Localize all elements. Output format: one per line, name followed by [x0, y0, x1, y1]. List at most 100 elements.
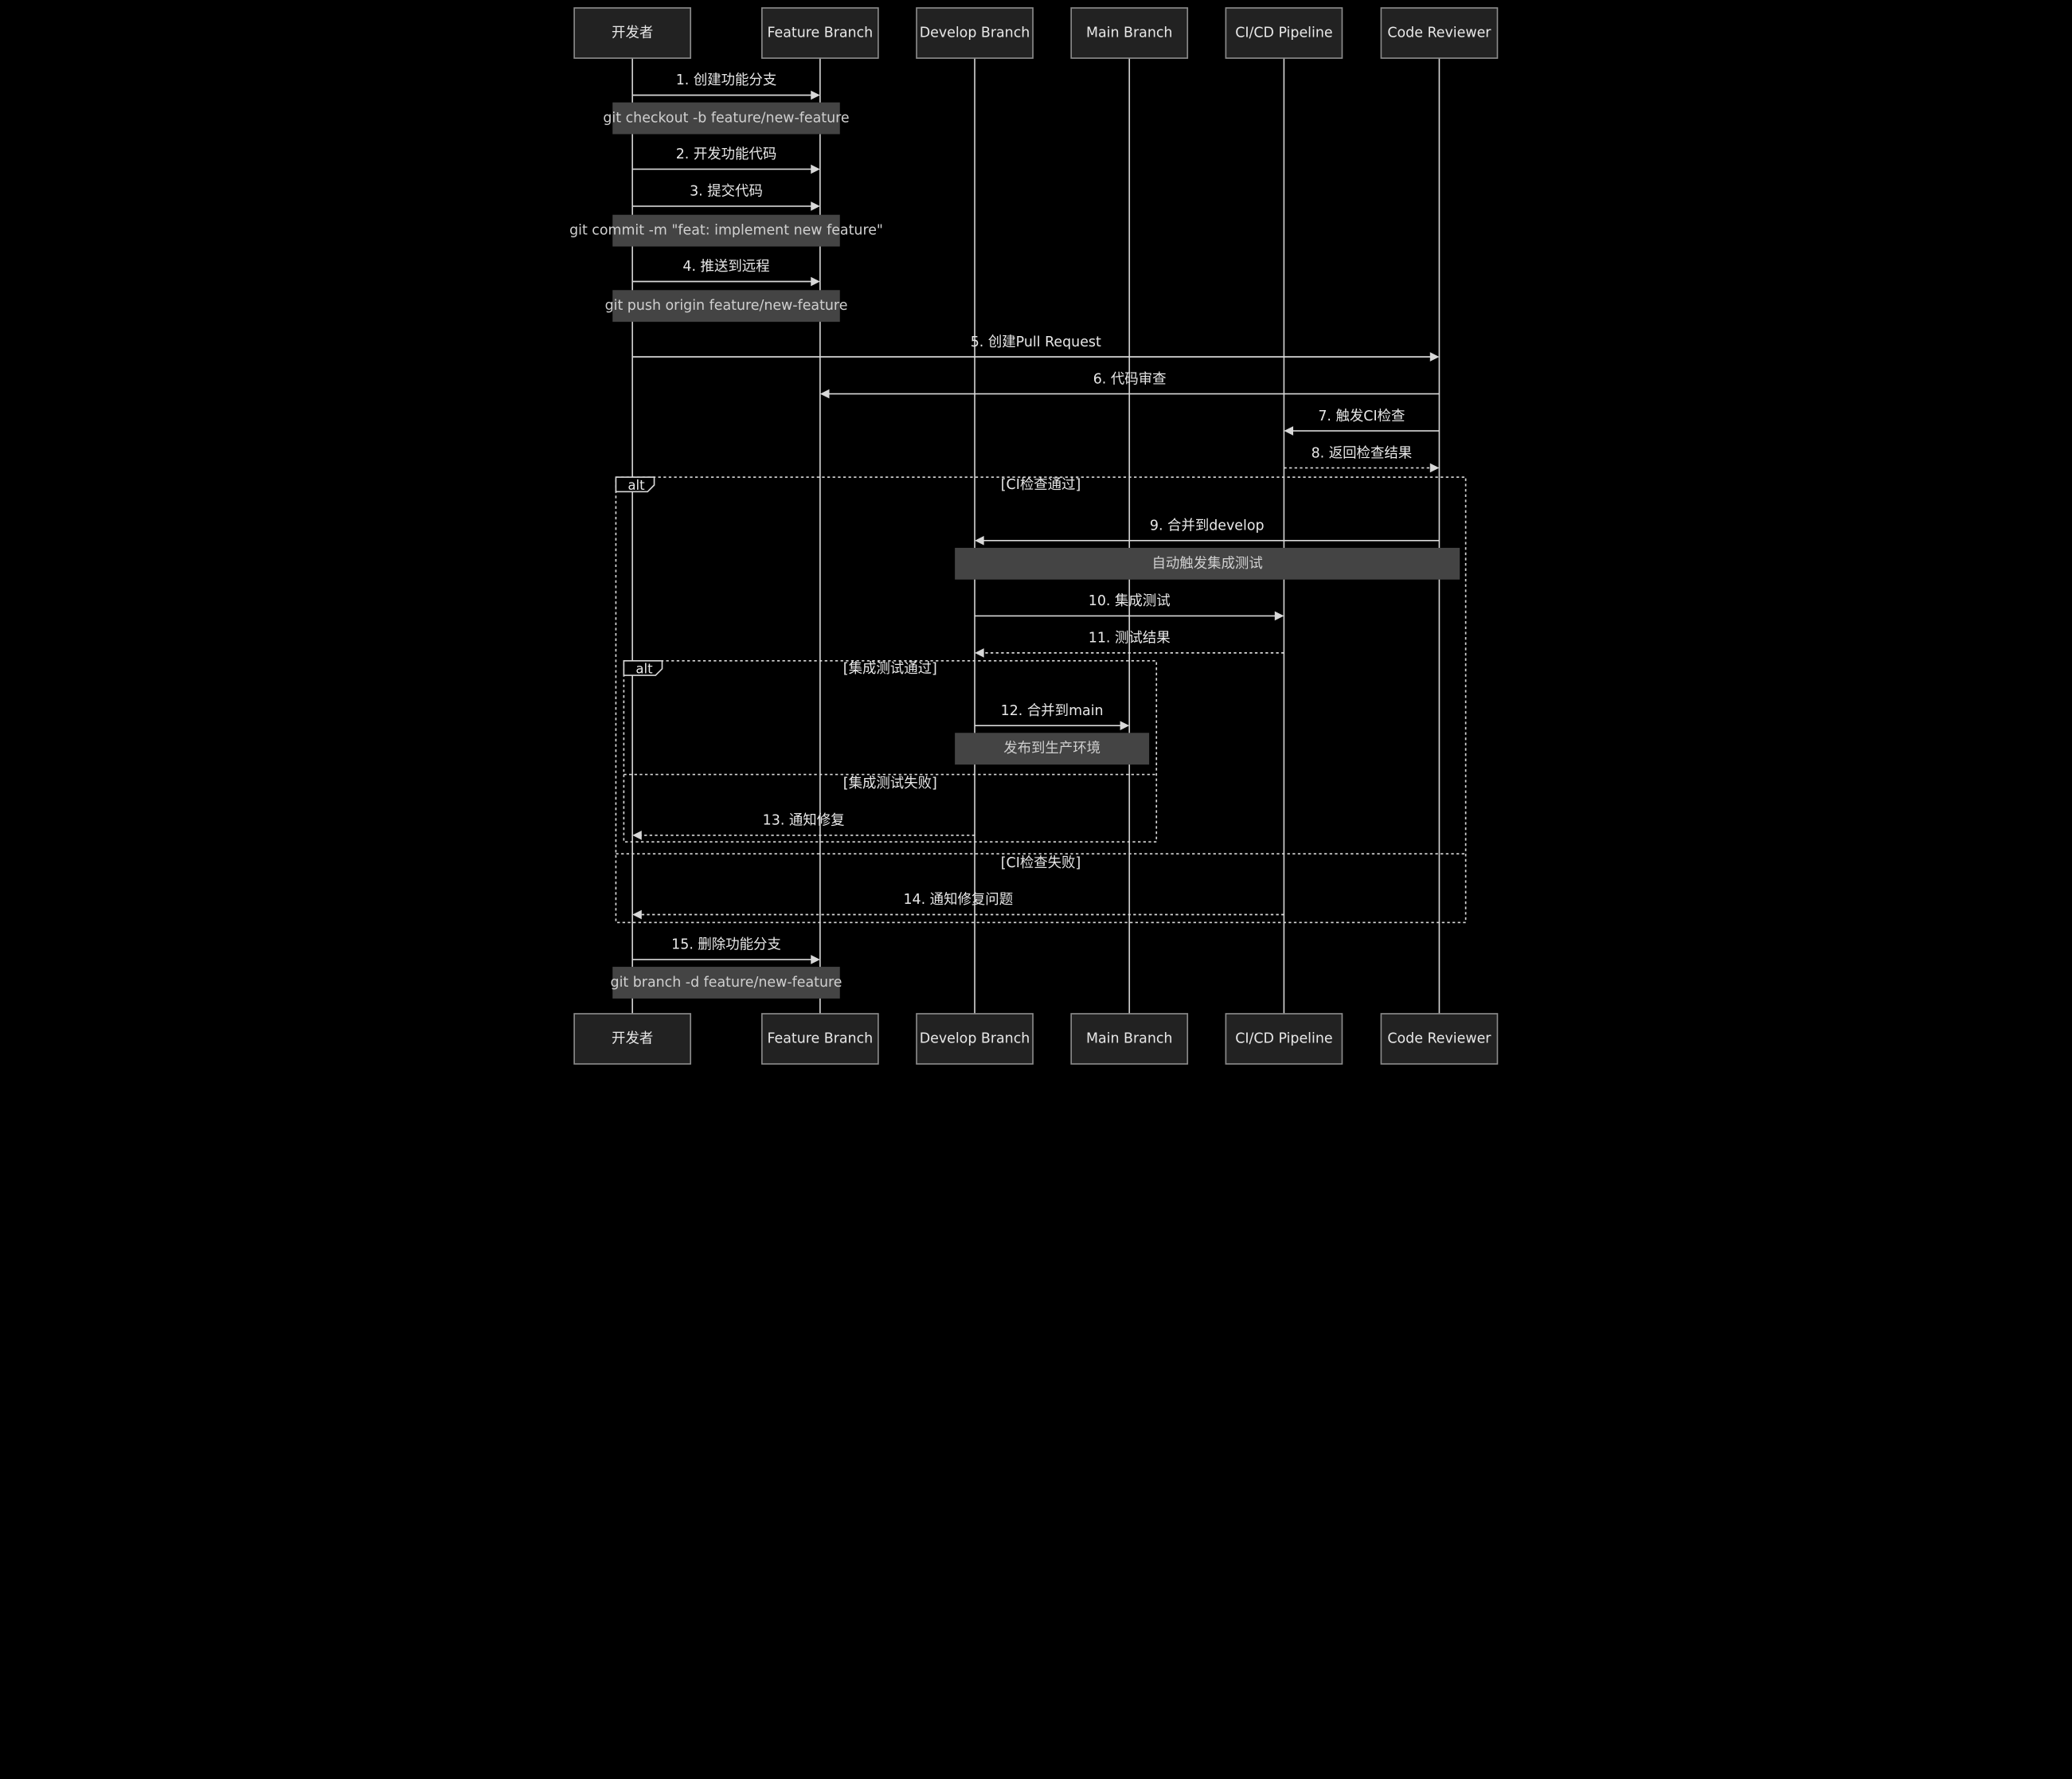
message-arrow: 11. 测试结果 — [975, 631, 1284, 658]
message-arrow: 2. 开发功能代码 — [632, 147, 820, 174]
message-label: 5. 创建Pull Request — [971, 334, 1101, 350]
participant-ci-bottom[interactable]: CI/CD Pipeline — [1225, 1013, 1343, 1065]
arrowhead-icon — [811, 276, 820, 287]
participant-box — [1380, 1013, 1499, 1065]
fragment-kind-label: alt — [635, 662, 653, 677]
participant-label: Feature Branch — [767, 1031, 873, 1047]
note-box — [612, 102, 840, 135]
note: git branch -d feature/new-feature — [611, 967, 842, 999]
participant-label: CI/CD Pipeline — [1235, 1031, 1332, 1047]
note-box — [612, 967, 840, 999]
participant-feature-bottom[interactable]: Feature Branch — [760, 1013, 879, 1065]
alt-fragment: alt [集成测试通过] [集成测试失败] — [623, 660, 1158, 843]
participant-box — [573, 7, 692, 59]
arrowhead-icon — [632, 831, 642, 840]
arrowhead-icon — [975, 648, 984, 658]
message-label: 2. 开发功能代码 — [676, 147, 777, 162]
message-label: 10. 集成测试 — [1089, 593, 1171, 609]
message-label: 8. 返回检查结果 — [1312, 445, 1413, 461]
arrowhead-icon — [819, 389, 830, 399]
note-box — [612, 214, 840, 247]
message-arrow: 12. 合并到main — [975, 703, 1130, 730]
fragment-border — [615, 476, 1467, 924]
alt-fragment: alt [CI检查通过] [CI检查失败] — [615, 476, 1467, 924]
message-arrow: 3. 提交代码 — [632, 184, 820, 211]
participant-box — [760, 7, 879, 59]
arrowhead-icon — [1120, 721, 1130, 730]
message-label: 14. 通知修复问题 — [903, 892, 1013, 908]
messages: 1. 创建功能分支 2. 开发功能代码 3. 提交代码 4. 推送到远程 5. 创建Pu… — [632, 72, 1440, 964]
fragment-condition: [集成测试通过] — [843, 661, 937, 677]
message-arrow: 14. 通知修复问题 — [632, 892, 1284, 920]
fragment-condition: [CI检查通过] — [1001, 477, 1081, 493]
participant-box — [1225, 7, 1343, 59]
message-label: 9. 合并到develop — [1150, 518, 1265, 534]
participant-box — [1225, 1013, 1343, 1065]
participant-dev-bottom[interactable]: 开发者 — [573, 1013, 692, 1065]
arrowhead-icon — [1274, 611, 1284, 621]
participant-dev-top[interactable]: 开发者 — [573, 7, 692, 59]
message-arrow: 9. 合并到develop — [975, 518, 1440, 545]
note-text: git checkout -b feature/new-feature — [603, 111, 849, 127]
message-label: 11. 测试结果 — [1089, 631, 1171, 647]
participant-label: Develop Branch — [920, 1031, 1030, 1047]
note-box — [955, 733, 1150, 765]
participant-main-top[interactable]: Main Branch — [1070, 7, 1189, 59]
fragment-condition: [集成测试失败] — [843, 776, 937, 792]
participant-main-bottom[interactable]: Main Branch — [1070, 1013, 1189, 1065]
participant-label: 开发者 — [612, 25, 653, 41]
participant-box — [1070, 7, 1189, 59]
participant-box — [1070, 1013, 1189, 1065]
participant-label: Main Branch — [1086, 1031, 1172, 1047]
message-label: 7. 触发CI检查 — [1318, 409, 1405, 424]
participant-label: Develop Branch — [920, 25, 1030, 41]
note: 自动触发集成测试 — [955, 547, 1460, 580]
message-arrow: 15. 删除功能分支 — [632, 937, 820, 964]
message-arrow: 4. 推送到远程 — [632, 259, 820, 287]
participant-box — [916, 7, 1034, 59]
participant-develop-bottom[interactable]: Develop Branch — [916, 1013, 1034, 1065]
message-arrow: 10. 集成测试 — [975, 593, 1284, 621]
arrowhead-icon — [811, 164, 820, 174]
sequence-diagram: alt[CI检查通过][CI检查失败]alt[集成测试通过][集成测试失败] 1… — [569, 7, 1499, 1065]
participant-label: CI/CD Pipeline — [1235, 25, 1332, 41]
participant-label: Code Reviewer — [1387, 25, 1491, 41]
participant-label: 开发者 — [612, 1031, 653, 1047]
message-arrow: 1. 创建功能分支 — [632, 72, 820, 100]
fragment-border — [623, 660, 1158, 843]
alt-fragments: alt[CI检查通过][CI检查失败]alt[集成测试通过][集成测试失败] — [615, 476, 1467, 924]
note: git checkout -b feature/new-feature — [603, 102, 850, 135]
participant-box — [1380, 7, 1499, 59]
participant-label: Main Branch — [1086, 25, 1172, 41]
participant-box — [573, 1013, 692, 1065]
message-arrow: 13. 通知修复 — [632, 813, 975, 840]
note-text: 自动触发集成测试 — [1152, 556, 1263, 572]
message-label: 12. 合并到main — [1001, 703, 1104, 719]
participant-reviewer-top[interactable]: Code Reviewer — [1380, 7, 1499, 59]
note-box — [612, 290, 840, 323]
arrowhead-icon — [811, 201, 820, 211]
arrowhead-icon — [1429, 352, 1440, 362]
arrowhead-icon — [1429, 463, 1440, 473]
fragment-condition: [CI检查失败] — [1001, 855, 1081, 871]
participant-reviewer-bottom[interactable]: Code Reviewer — [1380, 1013, 1499, 1065]
participant-feature-top[interactable]: Feature Branch — [760, 7, 879, 59]
message-arrow: 8. 返回检查结果 — [1284, 445, 1440, 473]
arrowhead-icon — [811, 90, 820, 100]
participant-develop-top[interactable]: Develop Branch — [916, 7, 1034, 59]
note-text: git commit -m "feat: implement new featu… — [569, 223, 883, 239]
arrowhead-icon — [811, 955, 820, 964]
participant-ci-top[interactable]: CI/CD Pipeline — [1225, 7, 1343, 59]
participant-box — [760, 1013, 879, 1065]
message-arrow: 7. 触发CI检查 — [1284, 409, 1440, 436]
arrowhead-icon — [975, 536, 984, 545]
note-text: git push origin feature/new-feature — [605, 298, 848, 314]
fragment-tab — [623, 660, 663, 676]
arrowhead-icon — [1284, 426, 1294, 436]
notes: git checkout -b feature/new-feature git c… — [569, 102, 1460, 999]
participant-label: Feature Branch — [767, 25, 873, 41]
message-label: 13. 通知修复 — [763, 813, 845, 829]
message-label: 4. 推送到远程 — [682, 259, 769, 275]
